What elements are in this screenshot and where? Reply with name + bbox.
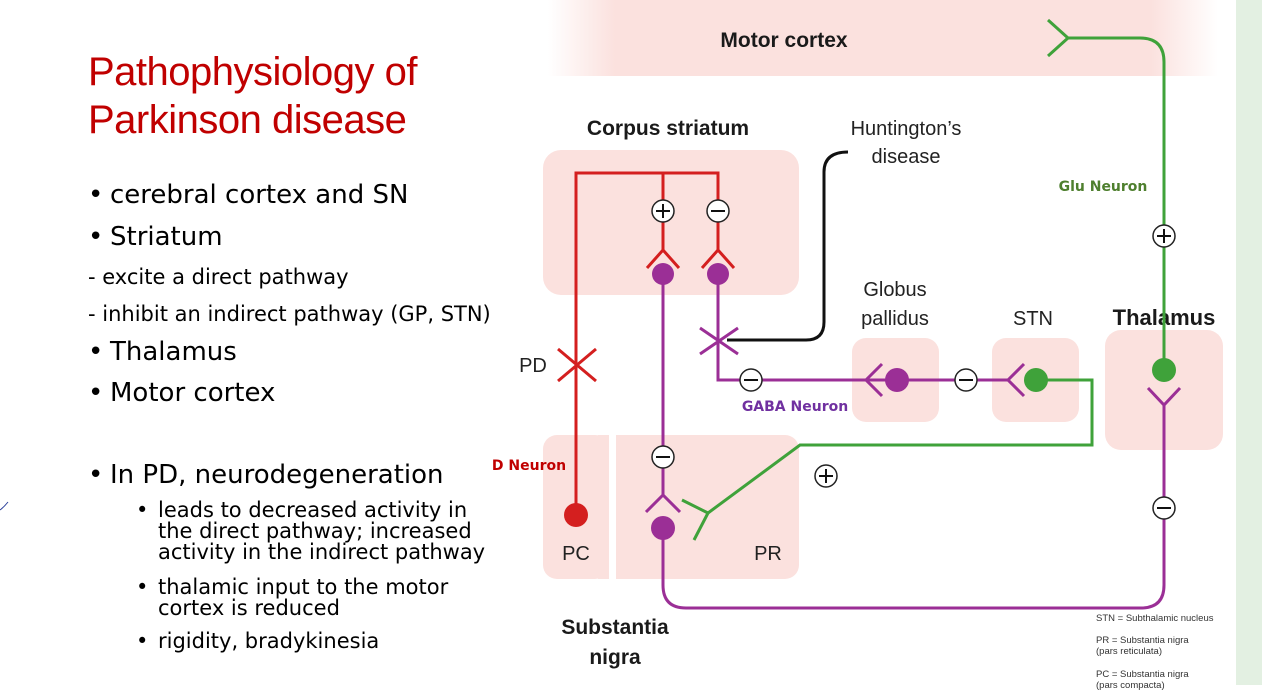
corpus-striatum-region <box>543 150 799 295</box>
pd-lesion-cross-icon <box>557 347 597 383</box>
plus-icon <box>819 469 833 483</box>
substantia-nigra-label-1: Substantia <box>561 616 669 639</box>
glutamate-neurons <box>681 18 1176 541</box>
glu-neuron-label: Glu Neuron <box>1059 179 1148 195</box>
legend-item: PR = Substantia nigra (pars reticulata) <box>1096 635 1189 657</box>
sign-minus-striatum <box>706 199 730 223</box>
dash-item: - excite a direct pathway <box>88 265 349 289</box>
huntingtons-lesion-cross-icon <box>699 326 739 356</box>
striatum-cell-direct <box>652 263 674 285</box>
plus-icon <box>656 204 670 218</box>
bullet-icon: • <box>88 180 104 210</box>
synapse-terminal-icon <box>1005 362 1026 398</box>
side-panel <box>1236 0 1262 685</box>
synapse-terminal-icon <box>1046 18 1071 58</box>
title-line: Pathophysiology of <box>88 50 418 94</box>
bullet-icon: • <box>88 337 104 367</box>
bullet-item: •cerebral cortex and SN <box>88 180 409 210</box>
sign-minus-pr <box>651 445 675 469</box>
nigro-thalamic-axon <box>661 405 1166 610</box>
sign-minus-thalamus <box>1152 496 1176 520</box>
bullet-icon: • <box>88 378 104 408</box>
gaba-neurons <box>644 263 1182 610</box>
gaba-neuron-label: GABA Neuron <box>742 399 848 415</box>
synapse-terminal-icon <box>700 247 736 269</box>
pc-label: PC <box>562 543 590 565</box>
sign-plus-stn-pr <box>814 464 838 488</box>
legend-item: STN = Subthalamic nucleus <box>1096 613 1214 624</box>
synapse-terminal-icon <box>1146 386 1182 408</box>
huntingtons-label-1: Huntington’s <box>851 118 962 140</box>
globus-pallidus-label-2: pallidus <box>861 308 929 330</box>
pen-stroke-mark <box>0 501 9 511</box>
sign-minus-gp-stn <box>954 368 978 392</box>
sub-bullet-item: •rigidity, bradykinesia <box>136 629 380 653</box>
bullet-icon: • <box>88 222 104 252</box>
title-line: Parkinson disease <box>88 98 407 142</box>
indirect-pathway-axon <box>716 274 897 382</box>
stn-label: STN <box>1013 308 1053 330</box>
synapse-terminal-icon <box>644 478 682 514</box>
synapse-terminal-icon <box>681 498 710 541</box>
sign-minus-gaba-indirect <box>739 368 763 392</box>
corpus-striatum-label: Corpus striatum <box>587 117 749 140</box>
globus-pallidus-label-1: Globus <box>863 279 926 301</box>
thalamo-cortical-axon <box>1068 36 1166 370</box>
pd-label: PD <box>519 355 547 377</box>
substantia-nigra-label-2: nigra <box>589 646 641 669</box>
slide-title: Pathophysiology of Parkinson disease <box>88 48 418 144</box>
d-neuron-label: D Neuron <box>492 458 566 474</box>
motor-cortex-label: Motor cortex <box>720 29 848 52</box>
pr-label: PR <box>754 543 782 565</box>
bullet-icon: • <box>136 629 149 653</box>
thalamus-region <box>1105 330 1223 450</box>
huntingtons-pointer-line <box>727 150 849 342</box>
bullet-item: •Motor cortex <box>88 378 276 408</box>
text-panel: Pathophysiology of Parkinson disease •ce… <box>0 0 540 685</box>
stn-axon <box>707 378 1094 515</box>
bullet-item: •Striatum <box>88 222 223 252</box>
bullet-icon: • <box>136 575 149 599</box>
bullet-icon: • <box>136 498 149 522</box>
synapse-terminal-icon <box>863 362 884 398</box>
synapse-terminal-icon <box>645 247 681 269</box>
dash-item: - inhibit an indirect pathway (GP, STN) <box>88 302 491 326</box>
sign-plus-glu <box>1152 224 1176 248</box>
plus-icon <box>1157 229 1171 243</box>
sign-plus-striatum <box>651 199 675 223</box>
legend-item: PC = Substantia nigra (pars compacta) <box>1096 669 1189 691</box>
bullet-item: •In PD, neurodegeneration <box>88 460 444 490</box>
huntingtons-label-2: disease <box>872 146 941 168</box>
pc-cell-body <box>564 503 588 527</box>
bullet-item: •Thalamus <box>88 337 237 367</box>
bullet-icon: • <box>88 460 104 490</box>
